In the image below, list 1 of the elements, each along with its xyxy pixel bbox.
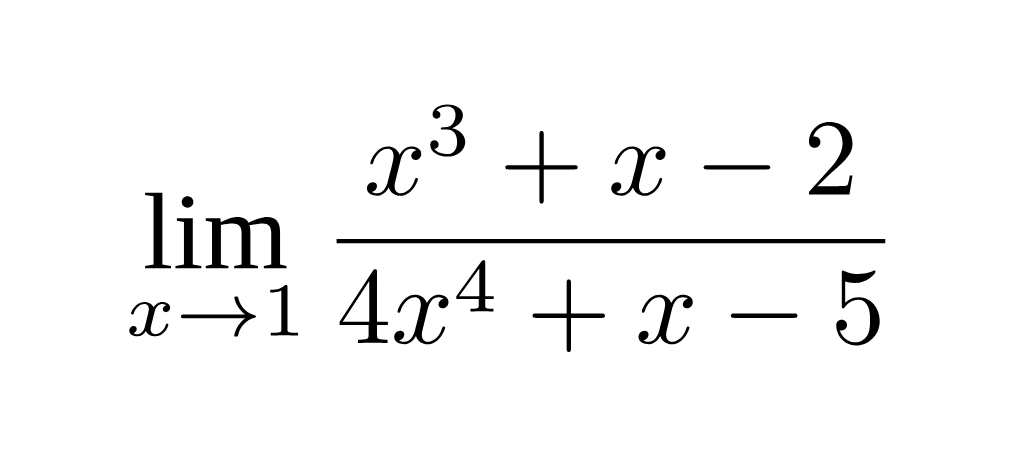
formula: $\lim_{x\to 1}\frac{x^{3}+x-2}{4x^{4}+x-5}$ [129, 104, 886, 353]
